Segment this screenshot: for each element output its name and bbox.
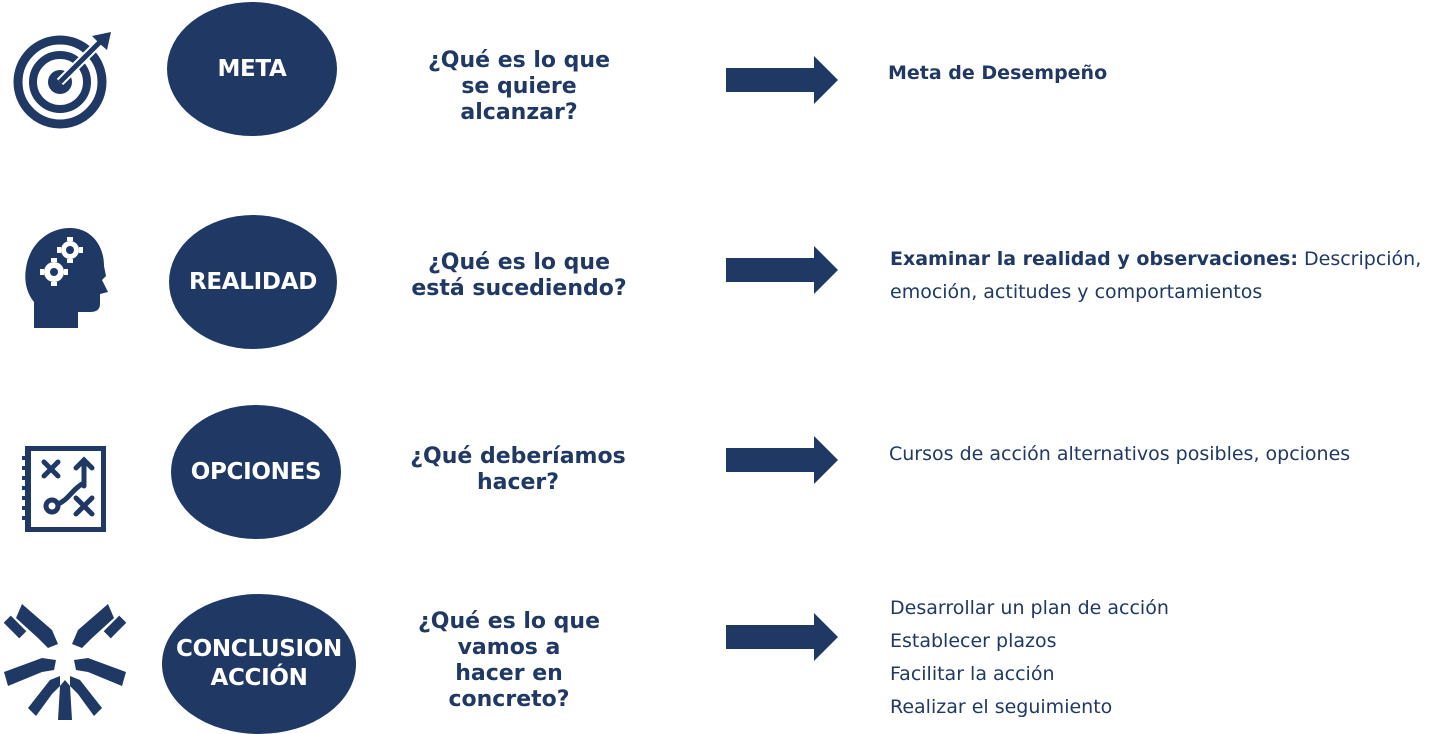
question-line: concreto? (448, 687, 570, 712)
description-text: Meta de Desempeño (888, 62, 1108, 84)
description-realidad: Examinar la realidad y observaciones: De… (890, 243, 1421, 309)
stage-ellipse-conclusion: CONCLUSION ACCIÓN (162, 594, 356, 734)
stage-ellipse-meta: META (167, 2, 337, 136)
question-opciones: ¿Qué deberíamos hacer? (407, 444, 629, 496)
description-bold: Examinar la realidad y observaciones: (890, 248, 1298, 270)
question-line: ¿Qué es lo que (427, 250, 611, 275)
arrow-right-icon (726, 246, 840, 298)
arrow-right-icon (726, 436, 840, 488)
stage-label: ACCIÓN (210, 665, 308, 691)
arrow-right-icon (726, 56, 840, 108)
target-icon (12, 30, 112, 130)
description-text: Descripción, (1304, 248, 1422, 270)
stage-label: CONCLUSION (176, 636, 342, 662)
arrow-right-icon (726, 613, 840, 665)
question-line: está sucediendo? (411, 276, 627, 301)
strategy-board-icon (22, 445, 107, 533)
question-line: hacer en (455, 661, 563, 686)
question-meta: ¿Qué es lo que se quiere alcanzar? (408, 48, 630, 126)
stage-ellipse-realidad: REALIDAD (169, 215, 337, 349)
stage-ellipse-opciones: OPCIONES (171, 405, 341, 539)
description-text: emoción, actitudes y comportamientos (890, 281, 1263, 303)
description-text: Cursos de acción alternativos posibles, … (889, 443, 1351, 465)
question-line: vamos a (457, 635, 561, 660)
question-line: ¿Qué es lo que (427, 48, 611, 73)
question-line: hacer? (476, 470, 560, 495)
description-opciones: Cursos de acción alternativos posibles, … (889, 438, 1350, 471)
stage-label: REALIDAD (188, 268, 318, 295)
question-line: se quiere alcanzar? (460, 74, 578, 125)
description-conclusion: Desarrollar un plan de acción Establecer… (890, 592, 1169, 724)
question-line: ¿Qué es lo que (417, 609, 601, 634)
description-line: Facilitar la acción (890, 663, 1055, 685)
stage-label: OPCIONES (190, 458, 322, 485)
stage-label: META (217, 55, 287, 82)
description-line: Establecer plazos (890, 630, 1057, 652)
question-conclusion: ¿Qué es lo que vamos a hacer en concreto… (398, 609, 620, 713)
description-meta: Meta de Desempeño (888, 57, 1107, 90)
head-gears-icon (24, 228, 108, 330)
question-line: ¿Qué deberíamos (410, 444, 626, 469)
description-line: Desarrollar un plan de acción (890, 597, 1169, 619)
team-hands-icon (2, 600, 128, 720)
question-realidad: ¿Qué es lo que está sucediendo? (408, 250, 630, 302)
description-line: Realizar el seguimiento (890, 696, 1113, 718)
